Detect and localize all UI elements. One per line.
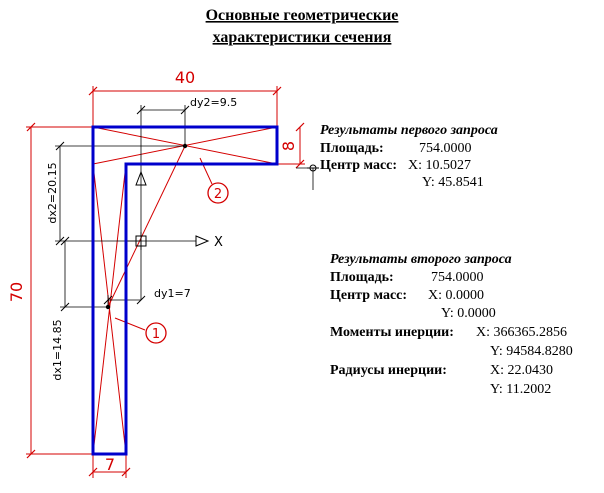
first-query-centroid-x: X: 10.5027 [408,158,471,173]
callout-2-circle-icon [207,182,229,204]
query-point-icon [307,164,319,172]
title-line-1: Основные геометрические [206,7,399,24]
dimension-lines [26,86,305,478]
second-query-centroid-x: X: 0.0000 [428,288,484,303]
dimension-width-label: 40 [175,68,195,87]
second-query-inertia-x: X: 366365.2856 [476,325,567,340]
second-query-results: Результаты второго запроса Площадь: 754.… [330,252,573,397]
second-query-inertia-y: Y: 94584.8280 [490,344,573,359]
dy2-label: dy2=9.5 [190,96,237,109]
x-axis-arrow-icon [195,235,210,247]
first-query-results: Результаты первого запроса Площадь: 754.… [320,123,498,190]
second-query-radii-x: X: 22.0430 [490,363,553,378]
dimension-flange-label: 8 [279,141,298,151]
second-query-heading: Результаты второго запроса [330,252,512,267]
second-query-area-label: Площадь: [330,270,394,285]
first-query-centroid-label: Центр масс: [320,158,397,173]
dimension-ticks [26,86,305,477]
first-query-heading: Результаты первого запроса [320,123,498,138]
first-query-area-label: Площадь: [320,141,384,156]
first-query-area-value: 754.0000 [419,141,472,156]
callout-2-label: 2 [214,187,222,202]
second-query-radii-y: Y: 11.2002 [490,382,551,397]
dimension-web-label: 7 [105,455,115,474]
first-query-centroid-y: Y: 45.8541 [422,175,484,190]
component-centroid-2-icon [182,143,188,149]
second-query-inertia-label: Моменты инерции: [330,325,454,340]
second-query-centroid-label: Центр масс: [330,288,407,303]
dx2-label: dx2=20.15 [46,162,59,223]
second-query-radii-label: Радиусы инерции: [330,363,447,378]
second-query-area-value: 754.0000 [431,270,484,285]
section-outline [91,125,279,456]
dy1-label: dy1=7 [154,287,191,300]
component-centroid-1-icon [105,304,111,310]
dx1-label: dx1=14.85 [51,319,64,380]
x-axis-label: X [214,235,223,250]
dimension-height-label: 70 [7,282,26,302]
callout-1-label: 1 [152,327,160,342]
callout-1-circle-icon [145,322,167,344]
title-line-2: характеристики сечения [213,29,392,46]
y-axis-arrow-icon [135,170,147,186]
second-query-centroid-y: Y: 0.0000 [441,306,496,321]
construction-ticks [55,105,190,312]
